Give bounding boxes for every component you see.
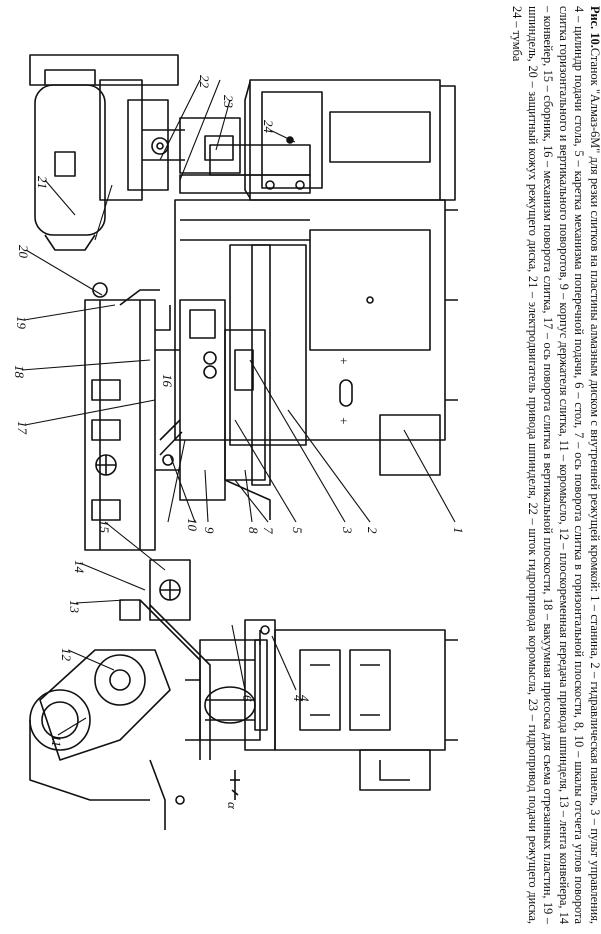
label-14: 14 (72, 560, 87, 574)
svg-text:+: + (340, 353, 347, 368)
label-24: 24 (261, 120, 276, 134)
label-9: 9 (202, 527, 217, 534)
label-5: 5 (290, 527, 305, 534)
label-1: 1 (451, 527, 466, 534)
label-2: 2 (365, 527, 380, 534)
label-alpha: α (225, 802, 240, 810)
label-18: 18 (12, 365, 27, 379)
label-10: 10 (185, 518, 200, 532)
label-11: 11 (49, 735, 64, 747)
cabinet-24 (244, 79, 456, 201)
alpha-angle-marker (230, 770, 240, 800)
cutting-disk-20 (185, 639, 261, 741)
rocker-11 (29, 649, 185, 830)
label-16: 16 (160, 374, 175, 388)
label-15: 15 (97, 520, 112, 534)
label-22: 22 (197, 75, 212, 89)
label-8: 8 (246, 527, 261, 534)
hydraulic-drive-23 (179, 144, 311, 194)
leader-lines (21, 79, 456, 736)
label-20: 20 (16, 245, 31, 259)
label-4a: 4 (297, 695, 312, 702)
label-3: 3 (340, 526, 355, 534)
figure-caption: Рис. 10.Станок "Алмаз-6М" для резки слит… (508, 6, 601, 924)
caption-text: Станок "Алмаз-6М" для резки слитков на п… (510, 6, 601, 924)
caption-prefix: Рис. 10. (588, 6, 601, 48)
wheel-symbols: + + (339, 353, 353, 428)
label-17: 17 (15, 421, 30, 435)
label-7: 7 (261, 527, 276, 534)
part-labels: 1 2 3 5 7 4 8 9 10 16 6 4 11 12 13 14 15… (12, 75, 466, 810)
label-19: 19 (14, 316, 29, 330)
conveyor-14 (119, 559, 211, 760)
label-12: 12 (59, 648, 74, 662)
label-13: 13 (67, 600, 82, 614)
svg-text:+: + (340, 413, 347, 428)
label-21: 21 (35, 176, 50, 189)
ingot-holder-9 (84, 282, 271, 551)
label-4b: 4 (291, 695, 306, 702)
label-6: 6 (240, 695, 255, 702)
label-23: 23 (221, 95, 236, 109)
table-6 (244, 619, 458, 791)
base-frame-1 (174, 199, 458, 486)
